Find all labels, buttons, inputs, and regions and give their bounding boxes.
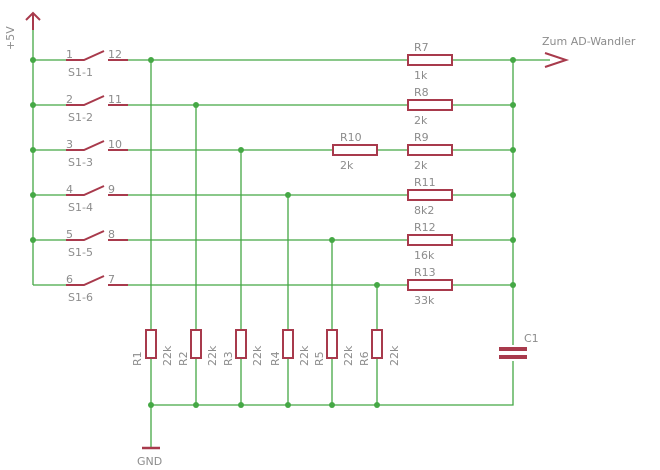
resistor-value: 16k	[414, 249, 435, 262]
resistor-value: 33k	[414, 294, 435, 307]
junction-dot	[285, 192, 291, 198]
junction-dot	[329, 402, 335, 408]
resistor-name: R11	[414, 176, 436, 189]
resistor-symbol	[235, 329, 247, 359]
resistor-name: R8	[414, 86, 429, 99]
resistor-name: R9	[414, 131, 429, 144]
resistor-symbol	[282, 329, 294, 359]
junctions	[30, 57, 516, 408]
junction-dot	[510, 237, 516, 243]
resistor-symbol	[407, 234, 453, 246]
junction-dot	[374, 402, 380, 408]
switch-label: S1-5	[68, 246, 93, 259]
switch-pin-a: 2	[66, 93, 73, 106]
resistor-name: R6	[358, 351, 371, 366]
junction-dot	[285, 402, 291, 408]
resistor-value: 2k	[414, 114, 428, 127]
switch-symbol	[66, 95, 128, 106]
switch-pin-b: 10	[108, 138, 122, 151]
output-label: Zum AD-Wandler	[542, 35, 636, 48]
resistor-value: 22k	[298, 345, 311, 366]
resistor-symbol	[407, 279, 453, 291]
switch-symbol	[66, 230, 128, 241]
resistor-name: R4	[269, 351, 282, 366]
resistor-symbol	[407, 54, 453, 66]
resistor-symbol	[332, 144, 378, 156]
resistor-name: R13	[414, 266, 436, 279]
resistor-symbol	[407, 99, 453, 111]
switch-symbol	[66, 185, 128, 196]
resistor-symbol	[326, 329, 338, 359]
resistor-name: R5	[313, 351, 326, 366]
junction-dot	[30, 237, 36, 243]
junction-dot	[193, 402, 199, 408]
resistor-name: R2	[177, 351, 190, 366]
switch-label: S1-1	[68, 66, 93, 79]
resistor-name: R12	[414, 221, 436, 234]
junction-dot	[510, 57, 516, 63]
junction-dot	[193, 102, 199, 108]
switch-pin-b: 12	[108, 48, 122, 61]
resistor-symbol	[407, 144, 453, 156]
resistor-value: 22k	[161, 345, 174, 366]
capacitor-label: C1	[524, 332, 539, 345]
junction-dot	[30, 192, 36, 198]
resistor-value: 2k	[414, 159, 428, 172]
switch-label: S1-2	[68, 111, 93, 124]
resistor-name: R1	[131, 351, 144, 366]
resistor-value: 22k	[251, 345, 264, 366]
switch-symbol	[66, 275, 128, 286]
resistor-value: 1k	[414, 69, 428, 82]
junction-dot	[374, 282, 380, 288]
junction-dot	[510, 192, 516, 198]
junction-dot	[30, 102, 36, 108]
ground-label: GND	[137, 455, 162, 468]
switch-pin-b: 8	[108, 228, 115, 241]
junction-dot	[238, 402, 244, 408]
switch-pin-a: 3	[66, 138, 73, 151]
switch-pin-b: 11	[108, 93, 122, 106]
switch-pin-a: 1	[66, 48, 73, 61]
wires	[32, 30, 550, 447]
ground-bus	[151, 361, 514, 406]
supply-label: +5V	[4, 26, 17, 50]
switch-symbol	[66, 140, 128, 151]
resistor-symbol	[145, 329, 157, 359]
switch-pin-b: 7	[108, 273, 115, 286]
junction-dot	[238, 147, 244, 153]
switch-symbol	[66, 50, 128, 61]
components	[25, 11, 570, 450]
junction-dot	[30, 147, 36, 153]
switch-label: S1-6	[68, 291, 93, 304]
junction-dot	[329, 237, 335, 243]
resistor-value: 22k	[388, 345, 401, 366]
resistor-value: 2k	[340, 159, 354, 172]
switch-label: S1-3	[68, 156, 93, 169]
resistor-symbol	[407, 189, 453, 201]
resistor-symbol	[190, 329, 202, 359]
switch-label: S1-4	[68, 201, 93, 214]
switch-pin-b: 9	[108, 183, 115, 196]
capacitor-symbol	[499, 347, 527, 359]
junction-dot	[510, 147, 516, 153]
switch-pin-a: 4	[66, 183, 73, 196]
switch-pin-a: 6	[66, 273, 73, 286]
resistor-value: 8k2	[414, 204, 434, 217]
resistor-value: 22k	[342, 345, 355, 366]
junction-dot	[30, 57, 36, 63]
resistor-name: R7	[414, 41, 429, 54]
junction-dot	[148, 57, 154, 63]
junction-dot	[148, 402, 154, 408]
junction-dot	[510, 282, 516, 288]
switch-pin-a: 5	[66, 228, 73, 241]
resistor-name: R3	[222, 351, 235, 366]
resistor-value: 22k	[206, 345, 219, 366]
resistor-symbol	[371, 329, 383, 359]
resistor-name: R10	[340, 131, 362, 144]
output-arrow-symbol	[544, 52, 570, 68]
junction-dot	[510, 102, 516, 108]
